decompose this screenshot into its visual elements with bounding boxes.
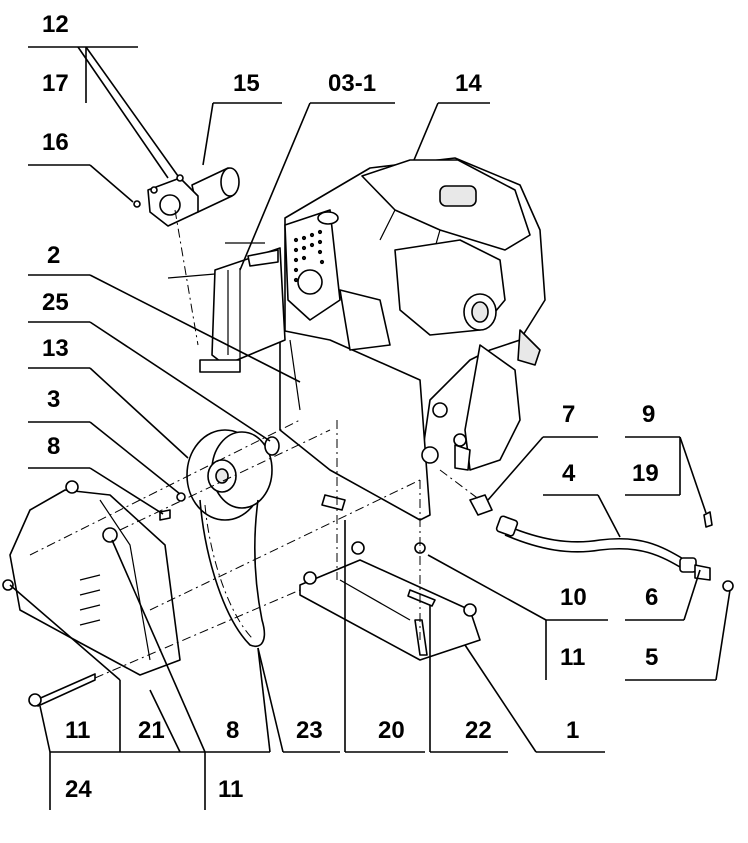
callout-5: 5 xyxy=(645,644,658,671)
callout-6: 6 xyxy=(645,584,658,611)
callout-17: 17 xyxy=(42,70,69,97)
callout-21: 21 xyxy=(138,717,165,744)
callout-14: 14 xyxy=(455,70,482,97)
callout-13: 13 xyxy=(42,335,69,362)
callout-11-left: 11 xyxy=(65,717,90,744)
callout-8-bottom: 8 xyxy=(226,717,239,744)
callout-10: 10 xyxy=(560,584,587,611)
callout-25: 25 xyxy=(42,289,69,316)
callout-03-1: 03-1 xyxy=(328,70,376,97)
callout-19: 19 xyxy=(632,460,659,487)
callout-1: 1 xyxy=(566,717,579,744)
muffler xyxy=(133,167,240,227)
pulley xyxy=(159,429,280,521)
callout-22: 22 xyxy=(465,717,492,744)
callout-23: 23 xyxy=(296,717,323,744)
callout-7: 7 xyxy=(562,401,575,428)
callout-labels: 12 17 15 03-1 14 16 2 25 13 3 8 7 9 19 4… xyxy=(42,11,659,803)
callout-11-bottom: 11 xyxy=(218,776,243,803)
callout-20: 20 xyxy=(378,717,405,744)
leader-lines xyxy=(9,46,731,810)
callout-12: 12 xyxy=(42,11,69,38)
base-frame xyxy=(299,494,481,661)
engine-assembly xyxy=(279,157,546,521)
battery-bracket xyxy=(167,242,286,373)
belt-guard xyxy=(2,480,181,707)
callout-15: 15 xyxy=(233,70,260,97)
callout-4: 4 xyxy=(562,460,576,487)
assembly-lines xyxy=(29,209,481,679)
callout-3: 3 xyxy=(47,386,60,413)
hose xyxy=(469,494,734,592)
belt xyxy=(199,499,266,647)
callout-11-right: 11 xyxy=(560,644,585,671)
callout-2: 2 xyxy=(47,242,60,269)
callout-24: 24 xyxy=(65,776,92,803)
callout-16: 16 xyxy=(42,129,69,156)
callout-9: 9 xyxy=(642,401,655,428)
callout-8-top: 8 xyxy=(47,433,60,460)
